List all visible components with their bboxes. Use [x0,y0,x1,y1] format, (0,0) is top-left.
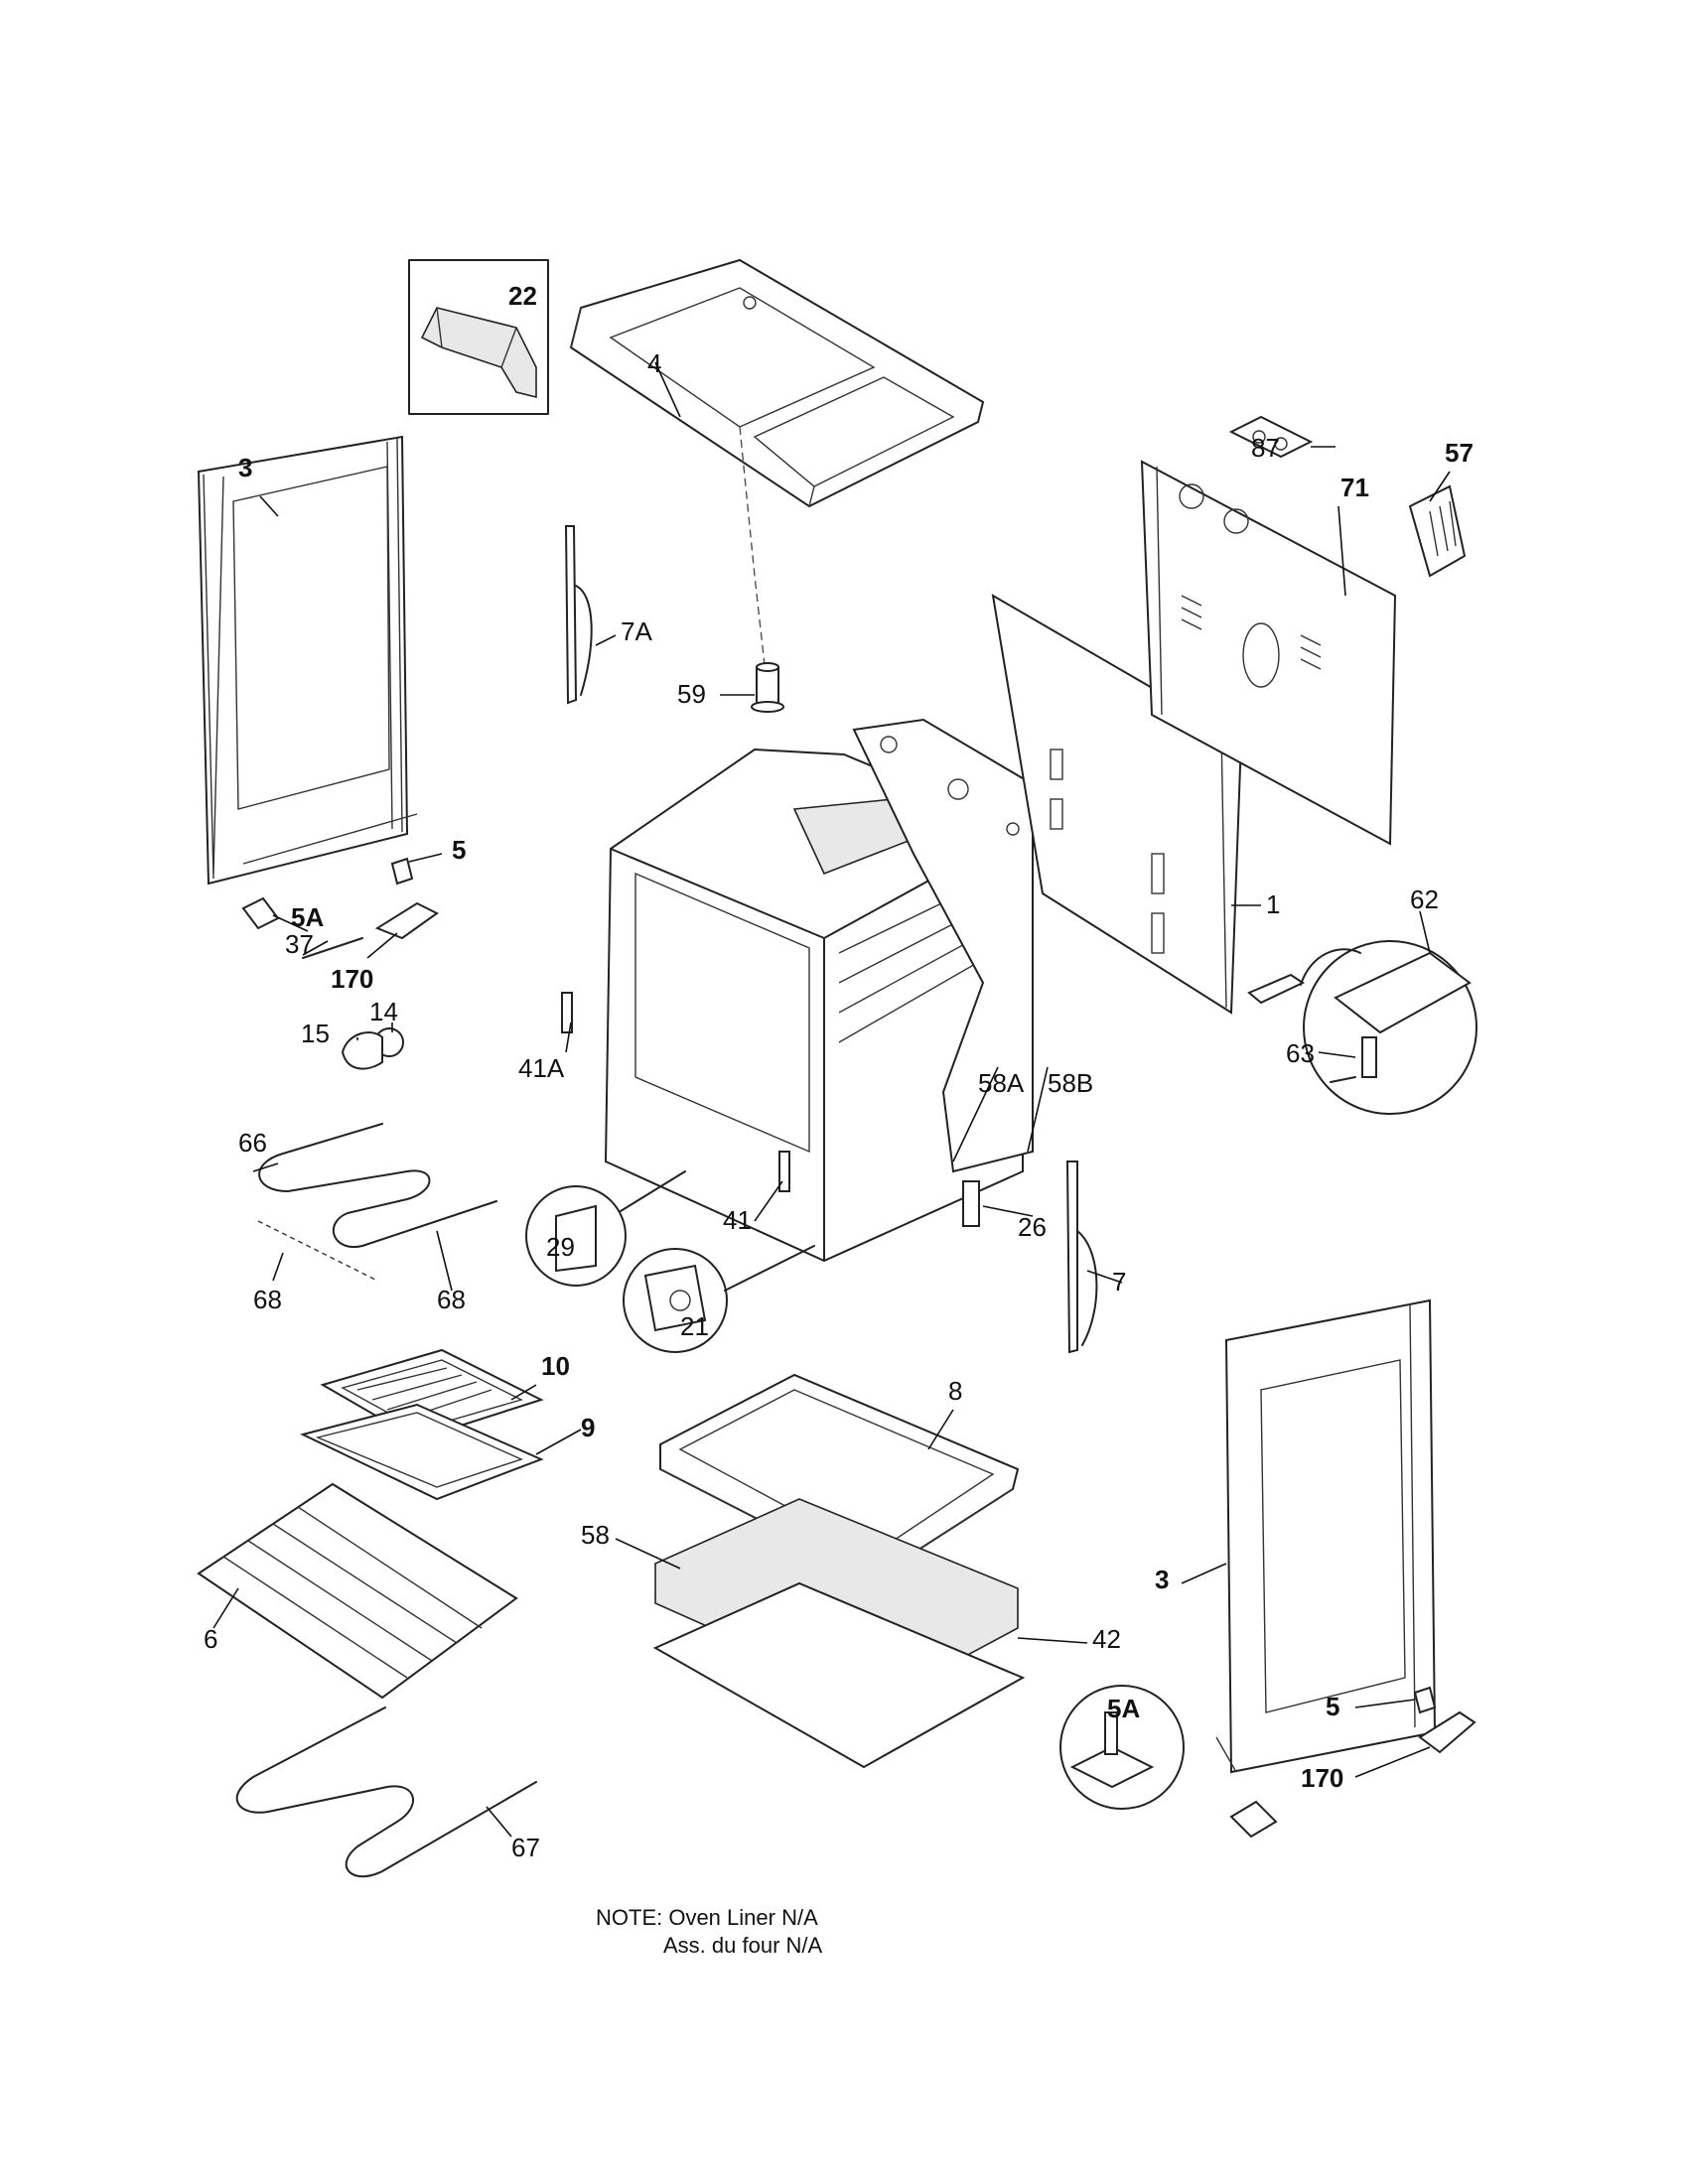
side-panel-left-part-3 [197,435,418,886]
callout-5-left: 5 [452,835,466,865]
inset-part-22 [408,259,549,415]
part-87 [1228,415,1314,459]
broiler-pan-part-9 [300,1403,544,1501]
part-41A [561,992,573,1033]
rack-support-part-7A [564,525,593,705]
callout-87: 87 [1251,433,1280,463]
callout-3-left: 3 [238,453,252,482]
callout-5-right: 5 [1326,1692,1339,1721]
callout-26: 26 [1018,1212,1047,1242]
callout-15: 15 [301,1019,330,1048]
callout-58B: 58B [1048,1068,1093,1098]
lower-right-small-parts [1229,1686,1477,1839]
rear-panel-part-71 [1140,460,1397,846]
callout-9: 9 [581,1413,595,1442]
broil-element-part-66 [257,1123,497,1282]
callout-14: 14 [369,997,398,1026]
callout-170-left: 170 [331,964,373,994]
callout-63: 63 [1286,1038,1315,1068]
callout-29: 29 [546,1232,575,1262]
callout-labels: 22 4 87 57 71 3 7A 59 5 5A 37 170 14 15 … [204,281,1474,1862]
bottom-panel-part-42 [652,1581,1026,1769]
callout-5A-right: 5A [1107,1694,1140,1723]
callout-66: 66 [238,1128,267,1158]
oven-liner-note: NOTE: Oven Liner N/A Ass. du four N/A [596,1904,993,1960]
callout-41A: 41A [518,1053,565,1083]
callout-6: 6 [204,1624,217,1654]
leader-lines [212,361,1451,1838]
callout-22: 22 [508,281,537,311]
lower-left-small-parts [241,857,439,1070]
callout-58A: 58A [978,1068,1025,1098]
part-57 [1408,484,1467,578]
callout-71: 71 [1340,473,1369,502]
callout-57: 57 [1445,438,1474,468]
callout-5A-left: 5A [291,902,324,932]
callout-62: 62 [1410,885,1439,914]
part-59 [751,662,784,713]
callout-21: 21 [680,1311,709,1341]
note-line-2: Ass. du four N/A [663,1933,823,1958]
detail-circle-62 [1247,940,1477,1115]
note-line-1: NOTE: Oven Liner N/A [596,1905,818,1930]
callout-42: 42 [1092,1624,1121,1654]
callout-4: 4 [647,348,661,378]
detail-circle-21 [623,1245,815,1353]
side-panel-right-part-3 [1215,1298,1437,1774]
detail-circle-5A-right [1059,1685,1185,1810]
callout-1: 1 [1266,889,1280,919]
insulation-part-58B [852,718,1034,1173]
rack-support-part-7 [1065,1160,1098,1354]
callout-7A: 7A [621,616,652,646]
part-26 [962,1180,980,1227]
callout-170-right: 170 [1301,1763,1343,1793]
callout-68-a: 68 [253,1285,282,1314]
bake-element-part-67 [235,1706,537,1878]
oven-rack-part-6 [197,1482,518,1700]
callout-58: 58 [581,1520,610,1550]
detail-circle-29 [525,1170,686,1287]
part-41 [778,1151,790,1192]
top-panel-part-4 [569,258,985,508]
callout-37: 37 [285,929,314,959]
callout-3-right: 3 [1155,1565,1169,1594]
callout-59: 59 [677,679,706,709]
callout-68-b: 68 [437,1285,466,1314]
callout-67: 67 [511,1833,540,1862]
callout-7: 7 [1112,1267,1126,1297]
callout-10: 10 [541,1351,570,1381]
callout-41: 41 [723,1205,752,1235]
callout-8: 8 [948,1376,962,1406]
